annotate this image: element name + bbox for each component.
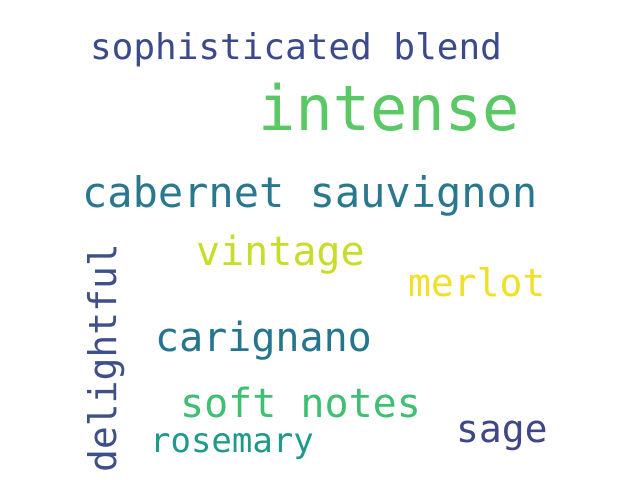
word-sophisticated-blend: sophisticated blend	[90, 27, 502, 68]
word-delightful: delightful	[81, 243, 125, 472]
word-rosemary: rosemary	[150, 421, 314, 461]
word-vintage: vintage	[196, 229, 365, 275]
word-sage: sage	[456, 407, 548, 451]
word-soft-notes: soft notes	[180, 381, 421, 427]
word-intense: intense	[258, 72, 520, 145]
word-merlot: merlot	[408, 261, 546, 305]
word-carignano: carignano	[155, 315, 372, 361]
word-cabernet-sauvignon: cabernet sauvignon	[82, 168, 538, 217]
